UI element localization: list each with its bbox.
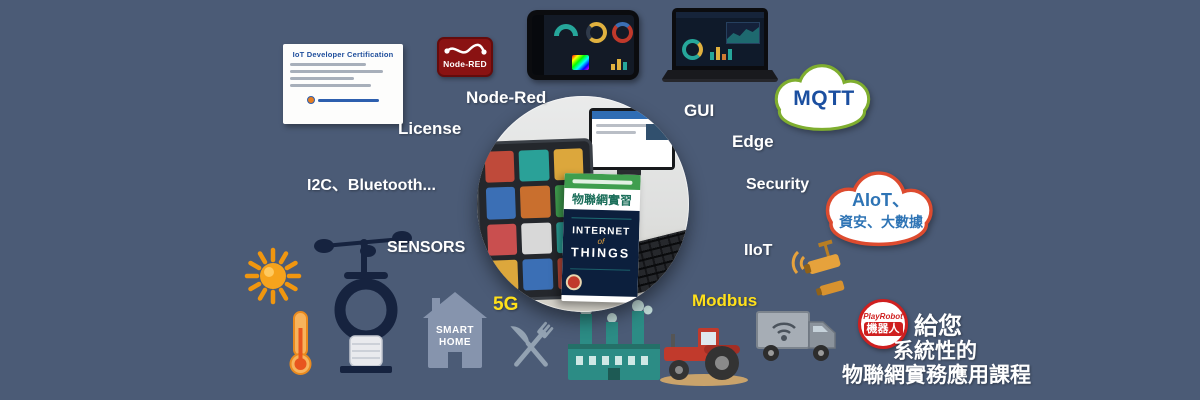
gui-label: GUI [684,101,715,120]
book-title-en-bottom: THINGS [570,245,631,261]
sensors-label: SENSORS [387,239,466,256]
laptop-gui-image [662,8,778,82]
playrobot-badge-text: 機器人 [863,322,903,336]
monitor-stand [617,170,641,177]
tablet-screen [532,15,634,75]
tagline-line1: 給您 [914,313,962,340]
thermometer-icon [287,310,314,376]
smart-home-icon: SMART HOME [423,292,487,370]
factory-icon [564,298,664,386]
tractor-icon [658,316,750,386]
cctv-camera-icon [784,238,858,304]
i2c-bluetooth-label: I2C、Bluetooth... [307,177,436,194]
node-red-wires-icon [444,43,487,55]
smart-home-label-line1: SMART [435,325,475,336]
gauge-widget [554,24,578,36]
dashboard-sidebar [532,15,544,75]
color-picker-widget [572,55,589,70]
laptop-keyboard-base [662,70,778,79]
node-red-logo-badge: Node-RED [437,37,493,77]
mqtt-cloud-icon: MQTT [760,58,888,134]
dashboard-topbar [676,12,764,18]
book-title-en-top: INTERNET [572,225,631,238]
weather-station-image [312,222,424,378]
laptop-screen [672,8,768,70]
iiot-label: IIoT [744,242,773,259]
certificate-image: IoT Developer Certification [283,44,403,124]
five-g-label: 5G [493,294,519,315]
book-title-zh: 物聯網實習 [571,192,633,208]
certificate-title: IoT Developer Certification [292,50,394,59]
iot-textbook-cover: 物聯網實習 INTERNET of THINGS [561,173,641,303]
truck-icon [755,300,841,368]
certificate-text-line [290,84,371,87]
node-red-badge-label: Node-RED [443,59,487,69]
playrobot-script-text: PlayRobot [863,312,903,321]
area-chart-widget [726,22,760,44]
certificate-text-line [290,77,354,80]
monitor-image [589,108,675,170]
bar-chart-widget [611,59,627,70]
playrobot-logo: PlayRobot 機器人 [858,299,908,349]
certificate-emblem-icon [306,96,315,104]
book-seal-icon [565,274,583,291]
certificate-text-line [290,70,384,73]
book-cover-art: INTERNET of THINGS [561,209,640,297]
course-kit-photo: 物聯網實習 INTERNET of THINGS [477,96,689,312]
certificate-text-line [290,63,367,66]
tagline-line2: 系統性的 [893,340,977,363]
sun-icon [243,246,303,306]
node-red-label: Node-Red [466,88,547,107]
laptop-display [676,12,764,66]
certificate-footer [290,96,396,104]
donut-chart-widget [682,39,703,60]
donut-chart-widget [586,22,607,43]
edge-label: Edge [732,132,774,151]
laptop-foot [662,79,778,82]
security-label: Security [746,176,810,193]
bar-chart-widget [710,47,732,60]
aiot-cloud-icon: AIoT、 資安、大數據 [812,163,950,251]
tablet-dashboard-image [527,10,639,80]
restaurant-utensils-icon [498,314,564,380]
smart-home-label-line2: HOME [439,337,471,348]
donut-chart-widget [612,22,633,43]
certificate-footer-text-bar [317,98,380,102]
modbus-label: Modbus [692,291,758,310]
tagline-line3: 物聯網實務應用課程 [842,364,1031,387]
license-label: License [398,119,462,138]
